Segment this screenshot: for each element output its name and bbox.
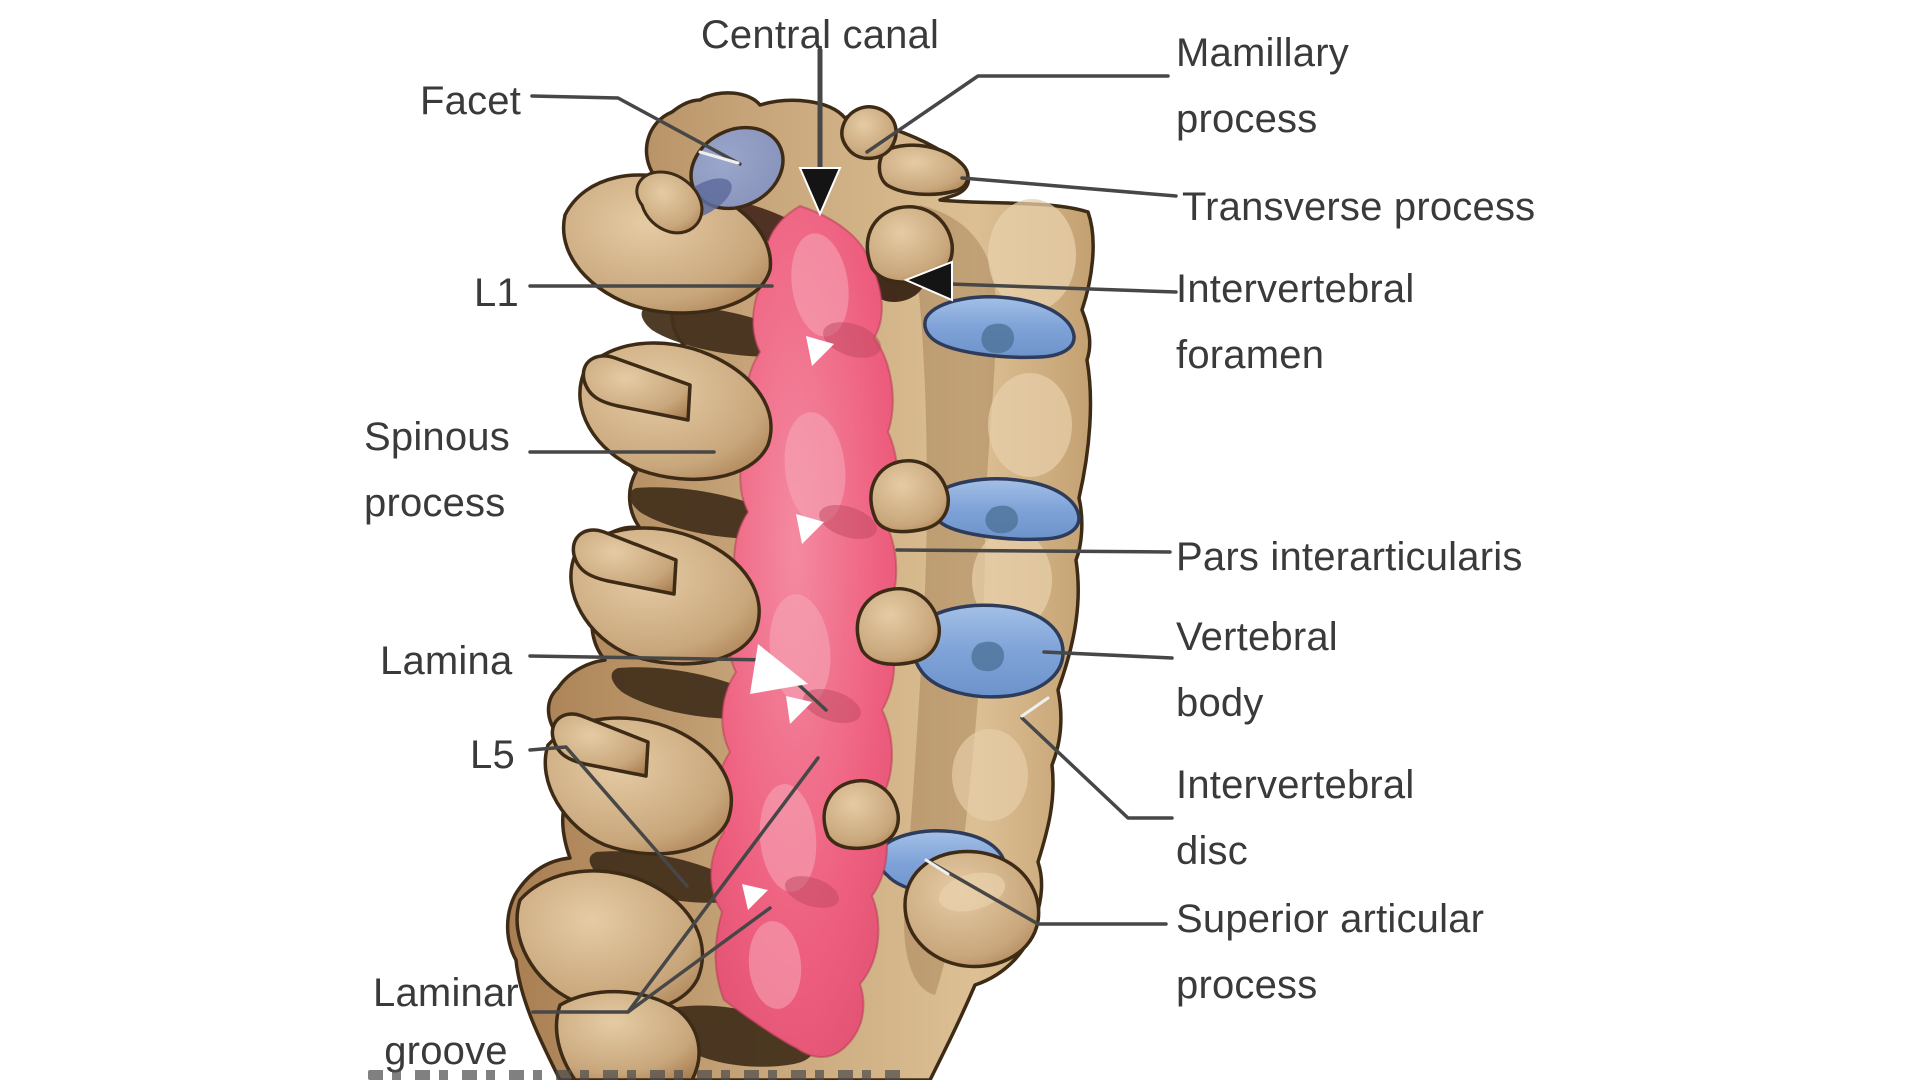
foramen-arrowhead	[903, 260, 953, 302]
label-vertebral-body: Vertebral body	[1176, 615, 1338, 725]
body-highlight	[988, 199, 1076, 311]
leader-laminar-groove-2	[626, 756, 820, 1014]
cropped-caption-strip	[368, 1070, 908, 1080]
label-transverse-process: Transverse process	[1182, 185, 1536, 229]
body-highlight	[952, 729, 1028, 821]
leader-lines	[528, 47, 1178, 1014]
label-superior-articular-process: Superior articular process	[1176, 897, 1485, 1007]
laminar-groove-shadows	[785, 322, 881, 908]
mamillary-process-knob	[840, 105, 898, 161]
leader-disc	[1020, 716, 1174, 820]
leader-pars	[895, 548, 1172, 554]
label-mamillary-process: Mamillary process	[1176, 31, 1349, 141]
label-facet: Facet	[420, 79, 522, 123]
leader-superior-tip	[924, 858, 950, 876]
leader-facet	[530, 94, 742, 166]
leader-l5	[528, 745, 689, 888]
superior-articular-hooks	[822, 205, 954, 851]
label-intervertebral-disc: Intervertebral disc	[1176, 763, 1415, 873]
facet-lower-lump	[635, 170, 704, 235]
knob-highlight	[938, 872, 1006, 912]
leader-vertebral-body	[1042, 650, 1174, 660]
label-lamina: Lamina	[380, 639, 513, 683]
label-pars-interarticularis: Pars interarticularis	[1176, 535, 1523, 579]
leader-disc-tip	[1020, 696, 1050, 718]
leader-transverse	[960, 176, 1178, 198]
label-spinous-process: Spinous process	[364, 415, 510, 525]
leader-foramen	[948, 282, 1178, 294]
leader-facet-tip	[698, 150, 740, 165]
label-l5: L5	[470, 733, 515, 777]
label-laminar-groove: Laminar groove	[373, 971, 519, 1073]
central-canal-arrowhead	[798, 167, 842, 217]
lamina-white-wedge	[750, 644, 808, 694]
label-central-canal: Central canal	[700, 13, 940, 57]
body-highlight	[988, 373, 1072, 477]
label-intervertebral-foramen: Intervertebral foramen	[1176, 267, 1415, 377]
transverse-process-top	[877, 143, 970, 197]
label-l1: L1	[474, 271, 519, 315]
leader-superior	[928, 860, 1168, 926]
leader-mamillary	[865, 74, 1170, 154]
body-shading	[904, 205, 997, 995]
